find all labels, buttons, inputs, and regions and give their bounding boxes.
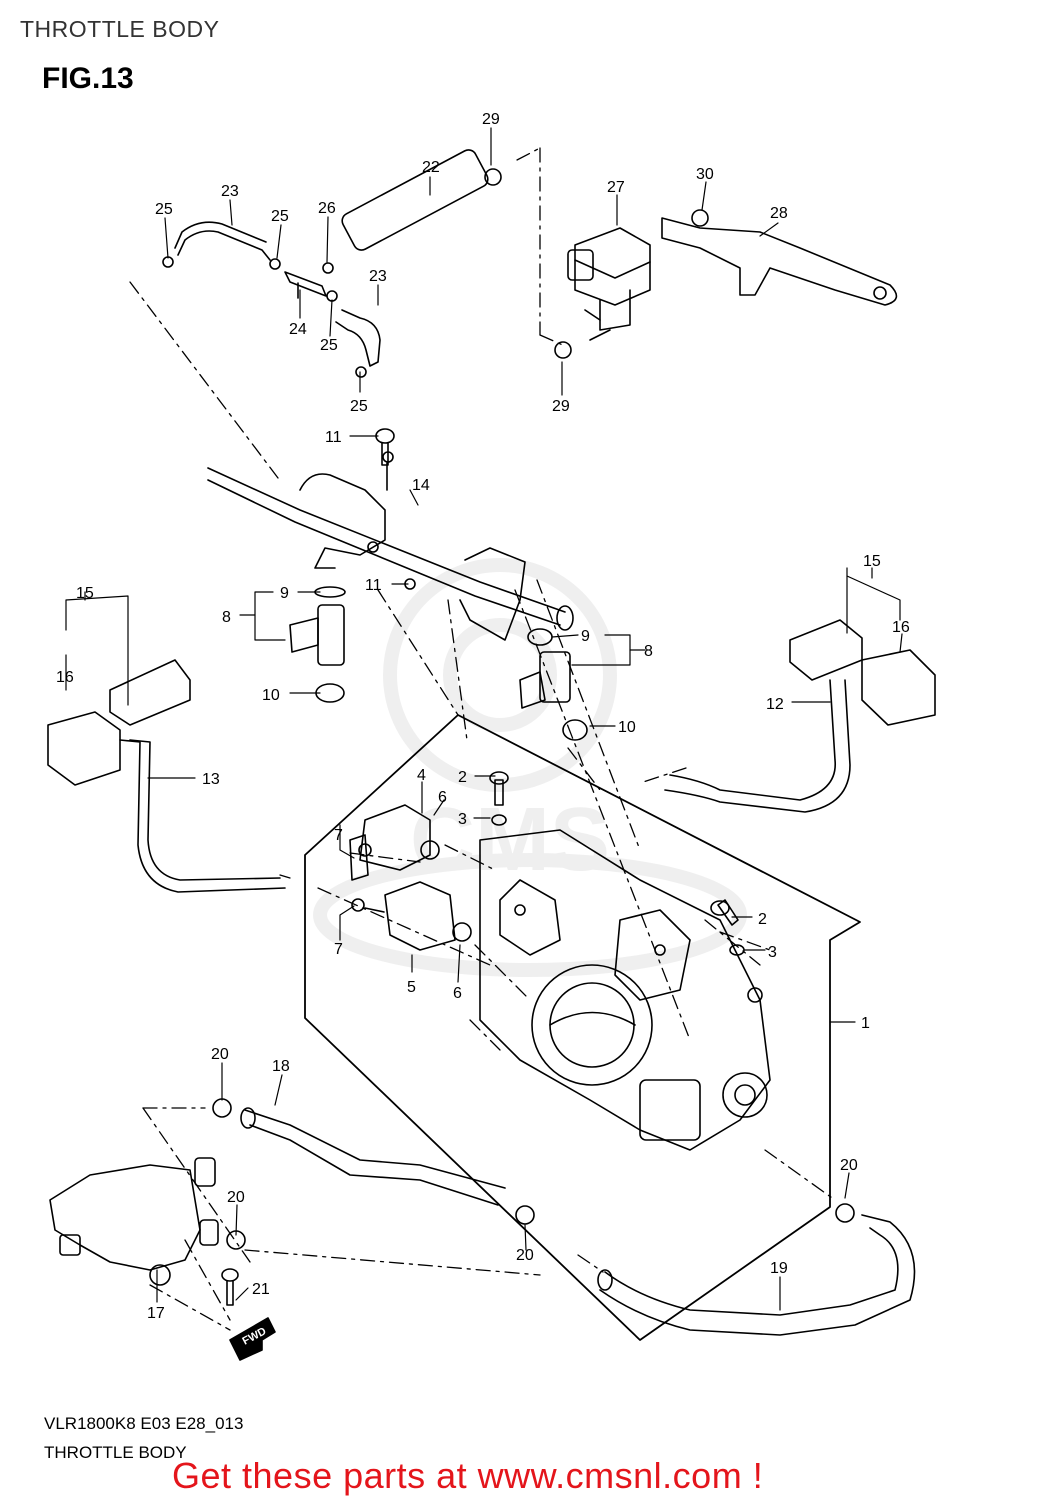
solenoid-valve (567, 227, 651, 341)
callout: 28 (770, 205, 788, 222)
callout: 14 (412, 477, 430, 494)
callout: 20 (840, 1157, 858, 1174)
callout: 7 (334, 827, 343, 844)
idle-control-valve (49, 1157, 219, 1286)
callout: 19 (770, 1260, 788, 1277)
callout: 9 (280, 585, 289, 602)
callout: 1 (861, 1015, 870, 1032)
guide-lines (129, 147, 836, 1331)
callout: 29 (552, 398, 570, 415)
callout: 11 (365, 577, 382, 594)
fuel-injector-left (289, 586, 346, 703)
screws (221, 428, 745, 1306)
callout: 5 (407, 979, 416, 996)
coupler-right (664, 619, 936, 813)
page-title: THROTTLE BODY (20, 16, 220, 42)
forward-arrow-icon (229, 1317, 276, 1361)
callout: 27 (607, 179, 625, 196)
callout: 17 (147, 1305, 165, 1322)
callout: 4 (417, 767, 426, 784)
hose-assembly-top (162, 149, 572, 378)
parts-link[interactable]: Get these parts at www.cmsnl.com ! (172, 1455, 764, 1496)
secondary-throttle-sensor (351, 881, 472, 951)
callout: 25 (350, 398, 368, 415)
model-code: VLR1800K8 E03 E28_013 (44, 1414, 244, 1433)
callout: 9 (581, 628, 590, 645)
callout: 2 (458, 769, 467, 786)
callout: 3 (458, 811, 467, 828)
coupler-left (47, 659, 286, 893)
callout: 26 (318, 200, 336, 217)
callout: 25 (155, 201, 173, 218)
figure-label: FIG.13 (42, 62, 134, 95)
callout: 12 (766, 696, 784, 713)
callout: 8 (222, 609, 231, 626)
callout: 7 (334, 941, 343, 958)
callout: 11 (325, 429, 342, 446)
callout: 24 (289, 321, 307, 338)
throttle-position-sensor (349, 804, 440, 881)
callout: 20 (516, 1247, 534, 1264)
callout: 25 (271, 208, 289, 225)
callout: 6 (453, 985, 462, 1002)
leader-lines (65, 127, 903, 1311)
callout: 25 (320, 337, 338, 354)
callout: 10 (618, 719, 636, 736)
callout: 16 (56, 669, 74, 686)
callout: 20 (211, 1046, 229, 1063)
footer-title: THROTTLE BODY (44, 1443, 187, 1462)
callout: 29 (482, 111, 500, 128)
coolant-hoses (240, 1107, 916, 1336)
callout: 3 (768, 944, 777, 961)
callout: 16 (892, 619, 910, 636)
callout: 23 (369, 268, 387, 285)
hose-clamps (212, 1098, 855, 1250)
throttle-body-assembly-outline (304, 714, 861, 1341)
callout: 6 (438, 789, 447, 806)
callout: 15 (863, 553, 881, 570)
callout: 21 (252, 1281, 270, 1298)
callout: 10 (262, 687, 280, 704)
callout: 23 (221, 183, 239, 200)
fuel-injector-right (519, 628, 588, 741)
callout: 13 (202, 771, 220, 788)
callout: 20 (227, 1189, 245, 1206)
callout: 18 (272, 1058, 290, 1075)
callout: 2 (758, 911, 767, 928)
callout: 8 (644, 643, 653, 660)
mounting-bracket (661, 209, 898, 306)
callout-numbers: 29 22 23 25 25 26 24 25 23 25 27 30 28 2… (56, 111, 910, 1322)
throttle-body (479, 829, 771, 1151)
fuel-delivery-pipe (207, 451, 574, 641)
callout: 22 (422, 159, 440, 176)
callout: 15 (76, 585, 94, 602)
callout: 30 (696, 166, 714, 183)
